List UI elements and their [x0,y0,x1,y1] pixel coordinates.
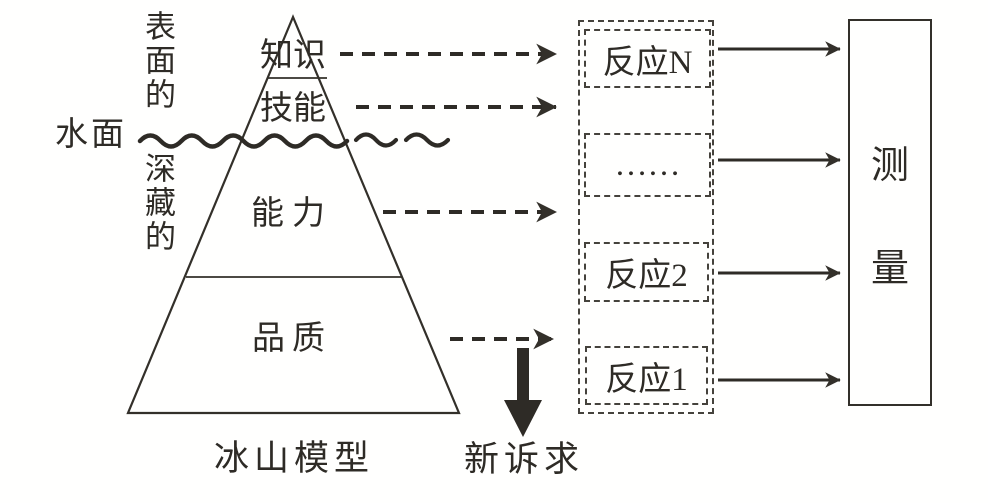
response-n-label: 反应N [602,44,693,81]
waterline-label: 水面 [55,117,127,153]
response-n-box: 反应N [584,29,711,88]
measurement-char-1: 测 [870,144,909,187]
response-ellipsis-box: …… [584,133,711,197]
response-ellipsis-label: …… [614,146,681,183]
iceberg-caption: 冰山模型 [214,439,375,478]
pyramid-level-skill: 技能 [260,91,326,127]
measurement-box: 测 量 [848,19,932,406]
measurement-char-2: 量 [870,247,909,290]
waterline-wave-segment-3 [403,132,451,148]
responses-container [578,20,714,414]
waterline-wave-segment-2 [353,132,399,148]
new-demand-caption: 新诉求 [464,440,585,479]
response-2-box: 反应2 [584,242,709,302]
waterline-wave-main [137,133,350,149]
response-2-label: 反应2 [605,258,688,294]
pyramid-level-knowledge: 知识 [260,38,326,74]
down-arrow-new-demand [504,348,542,437]
response-1-box: 反应1 [585,346,708,405]
pyramid-level-ability: 能力 [251,196,333,232]
response-1-label: 反应1 [605,361,688,398]
iceberg-triangle-outline [126,14,461,415]
hidden-side-label: 深藏的 [140,152,175,254]
pyramid-level-quality: 品质 [252,321,332,357]
surface-side-label: 表面的 [140,10,175,112]
